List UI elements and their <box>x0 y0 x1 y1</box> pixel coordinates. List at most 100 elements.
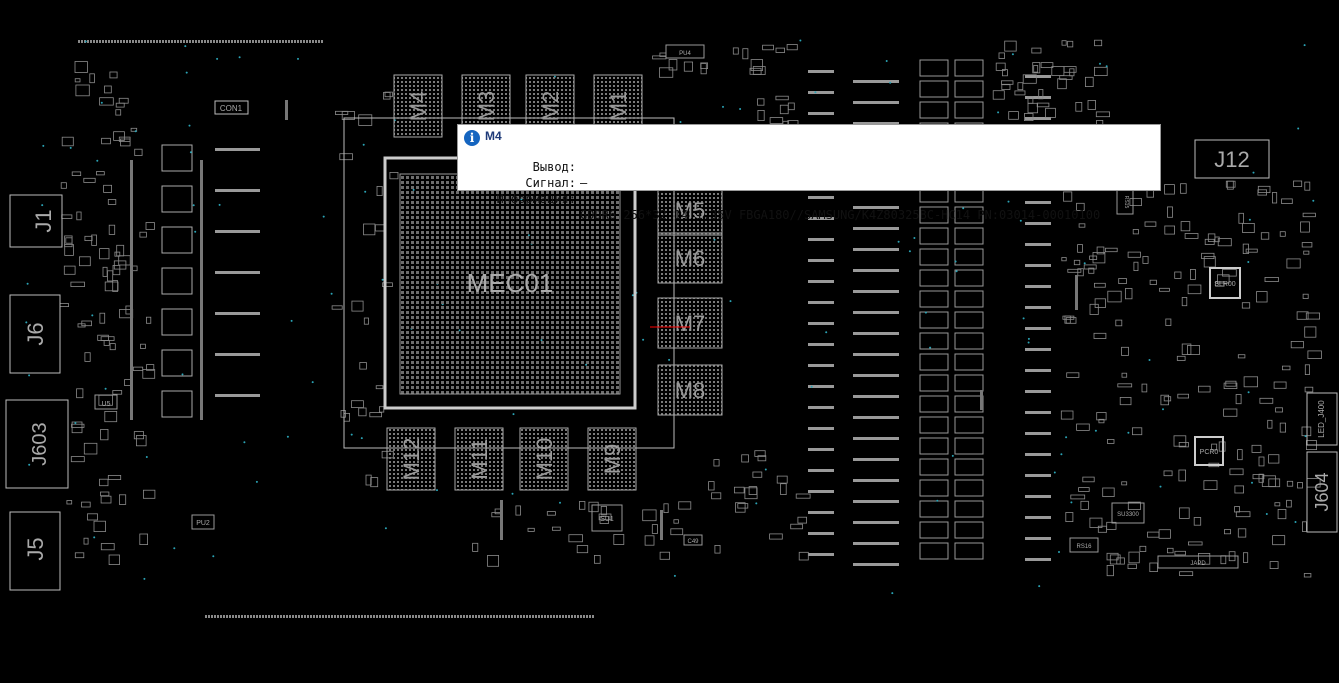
smd-component <box>89 73 95 84</box>
header-pin <box>270 40 272 43</box>
smd-component <box>140 343 146 349</box>
header-pin <box>556 615 558 618</box>
memory-chip-m9[interactable]: M9 <box>587 427 637 491</box>
smd-component <box>1243 552 1249 563</box>
connector-con1[interactable] <box>214 100 249 115</box>
smd-component <box>1204 238 1215 245</box>
smd-component <box>1064 315 1071 324</box>
resistor-pad <box>853 521 899 524</box>
ic-pu4[interactable] <box>665 44 705 59</box>
connector-j603[interactable] <box>5 399 69 489</box>
component-info-tooltip: i M4 Вывод: — Сигнал: — Информация: GDDR… <box>457 124 1161 222</box>
ic-pcr0[interactable] <box>1194 436 1224 466</box>
header-pin <box>244 615 246 618</box>
smd-component <box>1286 499 1292 508</box>
smd-component <box>340 410 346 418</box>
vrm-choke <box>161 144 193 172</box>
cap-c49[interactable] <box>683 534 703 546</box>
ic-su1[interactable] <box>591 504 623 532</box>
resistor-pad <box>853 416 899 419</box>
header-pin <box>289 615 291 618</box>
memory-chip-m4[interactable]: M4 <box>393 74 443 138</box>
smd-component <box>101 137 111 145</box>
via <box>297 57 299 60</box>
connector-japd[interactable] <box>1157 555 1239 569</box>
vrm-pad <box>954 332 984 350</box>
smd-component <box>1077 244 1083 253</box>
via <box>1105 65 1108 68</box>
header-pin <box>249 40 251 43</box>
header-pin <box>439 615 441 618</box>
header-pin <box>370 615 372 618</box>
smd-component <box>81 501 91 508</box>
connector-j604[interactable] <box>1306 451 1338 533</box>
smd-component <box>99 248 110 260</box>
smd-component <box>99 478 109 487</box>
memory-chip-label: M1 <box>606 91 631 122</box>
memory-chip-m6[interactable]: M6 <box>657 232 723 284</box>
via <box>173 547 176 550</box>
via <box>26 282 29 285</box>
memory-chip-m11[interactable]: M11 <box>454 427 504 491</box>
smd-component <box>1040 62 1054 68</box>
header-pin <box>337 615 339 618</box>
connector-led-j400[interactable] <box>1306 392 1338 446</box>
smd-component <box>112 264 121 276</box>
ic-u5[interactable] <box>94 394 118 410</box>
smd-component <box>775 47 786 53</box>
header-pin <box>135 40 137 43</box>
resistor-pad <box>853 479 899 482</box>
smd-component <box>1290 340 1304 349</box>
via <box>84 40 87 43</box>
memory-chip-m8[interactable]: M8 <box>657 364 723 416</box>
resistor-pad <box>1025 369 1051 372</box>
header-pin <box>285 40 287 43</box>
smd-component <box>487 555 500 567</box>
via <box>362 143 365 146</box>
resistor-pad <box>1025 222 1051 225</box>
resistor-pad <box>215 394 260 397</box>
smd-component <box>1095 111 1111 118</box>
resistor-pad <box>1025 432 1051 435</box>
header-pin <box>373 615 375 618</box>
connector-j1[interactable] <box>9 194 63 248</box>
memory-chip-body <box>393 74 443 138</box>
smd-component <box>359 362 367 370</box>
header-pin <box>487 615 489 618</box>
resistor-pad <box>853 563 899 566</box>
header-pin <box>264 40 266 43</box>
ic-pu2[interactable] <box>191 514 215 530</box>
memory-chip-m12[interactable]: M12 <box>386 427 436 491</box>
smd-component <box>752 471 763 478</box>
vrm-choke <box>161 267 193 295</box>
connector-j5-label: J5 <box>23 537 48 560</box>
smd-component <box>83 537 89 545</box>
connector-j12[interactable] <box>1194 139 1270 179</box>
smd-component <box>1258 473 1264 483</box>
via <box>1297 127 1300 130</box>
smd-component <box>732 47 739 55</box>
header-pin <box>481 615 483 618</box>
ic-su3300[interactable] <box>1111 502 1145 524</box>
header-pin <box>153 40 155 43</box>
ic-slr00[interactable] <box>1209 267 1241 299</box>
smd-component <box>579 501 586 510</box>
memory-chip-m7[interactable]: M7 <box>657 297 723 349</box>
header-pin <box>253 615 255 618</box>
smd-component <box>1256 291 1268 303</box>
smd-component <box>642 509 657 522</box>
header-pin <box>493 615 495 618</box>
smd-component <box>708 481 715 491</box>
via <box>194 230 197 233</box>
connector-j5[interactable] <box>9 511 61 591</box>
header-pin <box>96 40 98 43</box>
connector-j6[interactable] <box>9 294 61 374</box>
smd-component <box>568 534 583 543</box>
smd-component <box>1275 407 1283 413</box>
memory-chip-m10[interactable]: M10 <box>519 427 569 491</box>
via <box>1099 62 1101 65</box>
resistor-rs16[interactable] <box>1069 537 1099 553</box>
header-pin <box>358 615 360 618</box>
memory-chip-m5[interactable]: M5 <box>657 184 723 236</box>
